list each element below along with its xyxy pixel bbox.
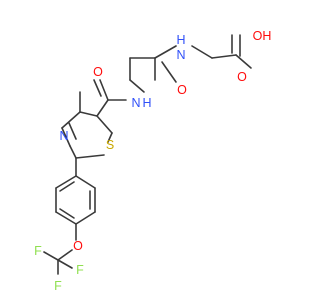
atom-nh-top-h: H: [176, 33, 185, 47]
bond: [69, 145, 77, 159]
bond: [211, 54, 237, 59]
bond: [161, 61, 177, 83]
bond: [75, 154, 105, 159]
bond: [96, 99, 109, 117]
atom-f-left: F: [34, 244, 42, 258]
bond: [61, 111, 81, 129]
bonds: [43, 34, 252, 275]
bond: [79, 111, 98, 117]
atom-f-bottom: F: [54, 279, 62, 293]
bond: [107, 132, 113, 143]
atom-s-ring: S: [106, 138, 114, 152]
atom-labels: OH O H N O O N H N S O F F F: [34, 29, 271, 293]
atom-n-top: N: [176, 48, 185, 62]
bond: [154, 45, 177, 59]
bond: [75, 175, 96, 189]
atom-f-right: F: [76, 263, 84, 277]
bond: [43, 251, 59, 261]
bond: [68, 122, 77, 140]
bond: [235, 54, 252, 69]
structure-svg: OH O H N O O N H N S O F F F: [34, 29, 271, 293]
bond: [61, 127, 71, 147]
atom-o-ether: O: [73, 239, 83, 253]
bond: [191, 45, 213, 59]
atom-n-ring: N: [59, 129, 68, 143]
bond: [55, 211, 77, 225]
bond: [57, 249, 73, 261]
bond: [93, 79, 102, 97]
bond: [55, 175, 77, 189]
atom-n-mid: N: [131, 96, 140, 110]
bond: [57, 259, 73, 269]
bond: [75, 211, 96, 225]
atom-oh: OH: [253, 29, 272, 43]
bond: [59, 181, 75, 192]
bond: [59, 208, 75, 219]
bond: [129, 79, 145, 93]
atom-o-mid: O: [177, 83, 187, 97]
bond: [99, 79, 109, 101]
atom-o-left: O: [93, 65, 103, 79]
bond: [96, 115, 113, 134]
atom-o-acid: O: [237, 70, 247, 84]
molecule-diagram: OH O H N O O N H N S O F F F: [34, 29, 271, 293]
atom-h-mid: H: [142, 96, 151, 110]
